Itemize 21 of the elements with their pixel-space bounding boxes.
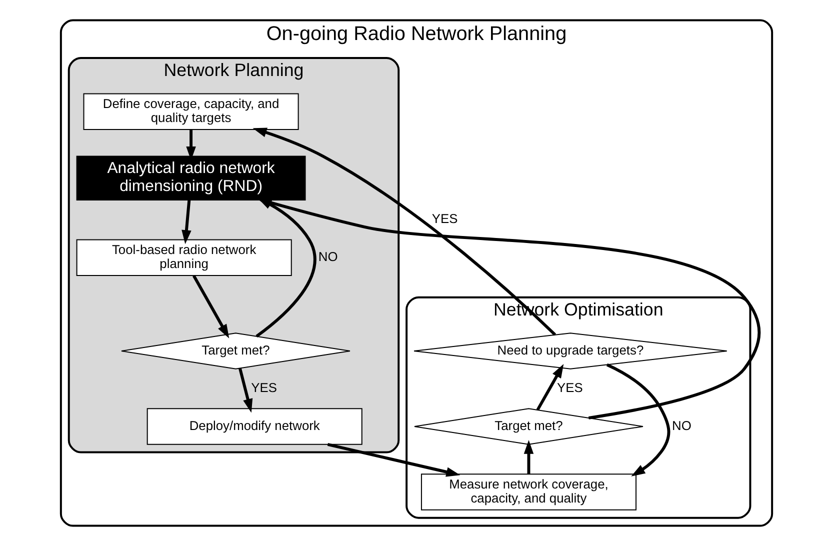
node-box: Define coverage, capacity, and quality targets bbox=[83, 93, 299, 130]
arrow bbox=[606, 363, 670, 476]
arrow bbox=[524, 440, 534, 474]
edge-label: NO bbox=[318, 248, 338, 264]
node-diamond: Need to upgrade targets? bbox=[414, 332, 728, 370]
arrow bbox=[327, 442, 460, 477]
edge-label: YES bbox=[557, 380, 583, 396]
node-box: Measure network coverage, capacity, and quality bbox=[420, 474, 636, 510]
arrow bbox=[192, 275, 230, 338]
edge-label: YES bbox=[432, 211, 458, 226]
node-box: Analytical radio network dimensioning (RND) bbox=[76, 156, 306, 200]
node-box: Tool-based radio network planning bbox=[76, 239, 292, 276]
arrow bbox=[252, 128, 556, 336]
arrow bbox=[182, 200, 192, 244]
node-diamond: Target met? bbox=[121, 332, 350, 370]
arrow bbox=[536, 364, 564, 411]
edge-label: YES bbox=[251, 380, 277, 396]
edge-label: NO bbox=[672, 418, 692, 433]
node-diamond: Target met? bbox=[414, 408, 644, 445]
node-box: Deploy/modify network bbox=[146, 408, 362, 445]
arrow bbox=[238, 368, 253, 413]
